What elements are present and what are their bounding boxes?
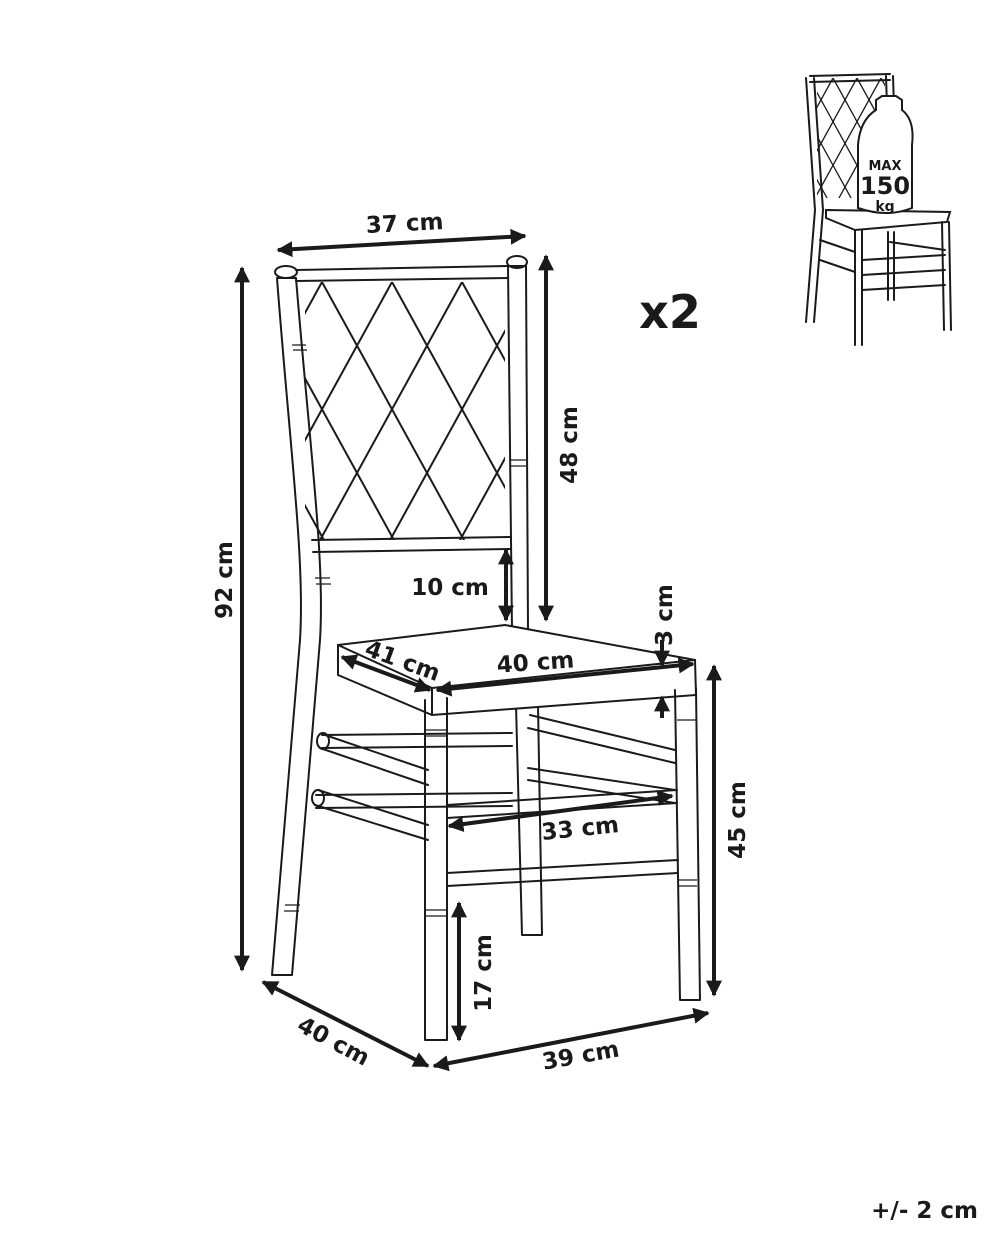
lattice-bar bbox=[817, 178, 828, 198]
lattice-bar bbox=[740, 78, 809, 203]
back-bottom-rail bbox=[311, 536, 511, 553]
lattice-bar bbox=[668, 78, 737, 203]
arrow-seat-depth bbox=[340, 654, 432, 693]
lattice-bar bbox=[977, 78, 1000, 203]
lattice-bar bbox=[0, 282, 42, 540]
load-badge-max: MAX bbox=[868, 159, 901, 174]
lattice-bar bbox=[319, 282, 463, 540]
arrow-stretcher-width bbox=[447, 789, 674, 833]
lattice-bar bbox=[644, 78, 713, 203]
backrest-lattice bbox=[0, 282, 505, 540]
lattice-bar bbox=[112, 282, 254, 540]
lattice-bar bbox=[40, 282, 182, 540]
label-seat-height: 45 cm bbox=[725, 781, 751, 859]
lattice-bar bbox=[856, 78, 885, 131]
lattice-bar bbox=[391, 282, 505, 490]
label-backrest-width: 37 cm bbox=[365, 209, 444, 239]
lattice-bar bbox=[305, 503, 325, 540]
arrow-backrest-width bbox=[276, 228, 527, 258]
label-stretcher-width: 33 cm bbox=[540, 812, 620, 846]
quantity-multiplier: x2 bbox=[639, 285, 701, 339]
back-right-leg bbox=[515, 704, 543, 936]
arrow-seat-width bbox=[435, 657, 695, 697]
label-total-height: 92 cm bbox=[212, 541, 238, 619]
front-left-leg bbox=[424, 697, 448, 1041]
lattice-bar bbox=[389, 329, 505, 540]
lattice-bar bbox=[932, 78, 1000, 203]
lattice-bar bbox=[305, 376, 395, 540]
lattice-bar bbox=[42, 282, 184, 540]
back-right-post bbox=[507, 265, 529, 631]
lattice-bar bbox=[0, 282, 112, 540]
weight-icon bbox=[857, 95, 914, 214]
top-rail bbox=[295, 265, 509, 282]
lattice-bar bbox=[929, 78, 998, 203]
load-badge-value: 150 bbox=[860, 172, 910, 200]
lattice-bar bbox=[817, 134, 852, 198]
label-seat-thickness: 3 cm bbox=[652, 584, 678, 646]
lattice-bar bbox=[953, 78, 1000, 203]
label-back-gap: 10 cm bbox=[411, 575, 489, 601]
lattice-bar bbox=[817, 78, 882, 196]
arrow-base-width bbox=[432, 1007, 710, 1072]
lattice-bar bbox=[817, 78, 834, 109]
lattice-bar bbox=[905, 78, 974, 203]
lattice-bar bbox=[110, 282, 252, 540]
dimension-arrows bbox=[234, 228, 722, 1072]
label-stretcher-height: 17 cm bbox=[471, 934, 497, 1012]
lattice-bar bbox=[459, 456, 505, 540]
load-badge-unit: kg bbox=[875, 199, 894, 215]
chair-drawing bbox=[0, 255, 701, 1041]
label-seat-width: 40 cm bbox=[496, 647, 575, 678]
load-capacity-thumbnail: MAX 150 kg bbox=[620, 73, 1000, 346]
lattice-bar bbox=[305, 282, 323, 315]
lattice-bar bbox=[817, 78, 858, 153]
back-left-post bbox=[271, 277, 322, 976]
lattice-bar bbox=[305, 282, 393, 443]
lattice-bar bbox=[716, 78, 785, 203]
front-right-leg bbox=[674, 687, 701, 1001]
arrow-base-depth bbox=[261, 980, 430, 1068]
lattice-bar bbox=[689, 78, 758, 203]
lattice-bar bbox=[461, 282, 505, 363]
lattice-bar bbox=[908, 78, 977, 203]
tolerance-note: +/- 2 cm bbox=[871, 1198, 978, 1224]
lattice-bar bbox=[737, 78, 806, 203]
lattice-bar bbox=[321, 282, 465, 540]
label-base-depth: 40 cm bbox=[293, 1012, 374, 1071]
lattice-bar bbox=[620, 78, 689, 203]
label-backrest-height: 48 cm bbox=[557, 406, 583, 484]
lattice-bar bbox=[713, 78, 782, 203]
lattice-bar bbox=[692, 78, 761, 203]
